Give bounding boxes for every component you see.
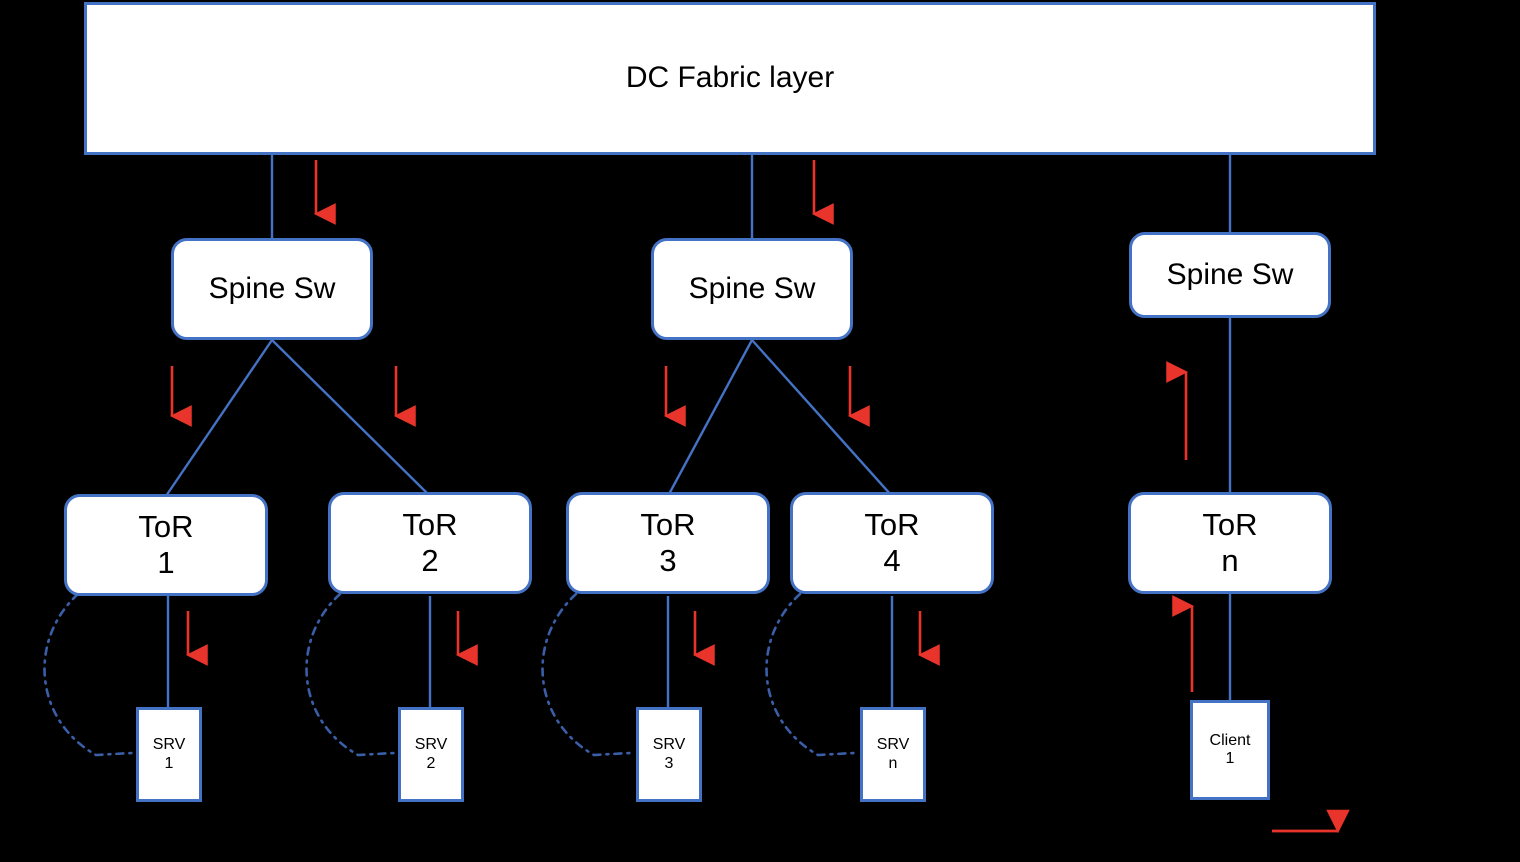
client-1-label: Client <box>1209 731 1251 749</box>
tor-switch-4[interactable]: ToR 4 <box>790 492 994 594</box>
spine-switch-n-label: Spine Sw <box>1166 257 1294 291</box>
tor-switch-2-label: ToR <box>402 507 458 543</box>
server-1-index: 1 <box>164 754 174 772</box>
server-3-index: 3 <box>664 754 674 772</box>
tor-switch-2-index: 2 <box>421 543 439 578</box>
server-n-index: n <box>888 754 898 772</box>
tor-to-server-links <box>166 596 894 707</box>
server-1[interactable]: SRV 1 <box>136 707 202 802</box>
tor-switch-n[interactable]: ToR n <box>1128 492 1332 594</box>
spine-switch-2[interactable]: Spine Sw <box>651 238 853 340</box>
fabric-to-spine-links <box>270 155 1232 700</box>
tor-switch-3[interactable]: ToR 3 <box>566 492 770 594</box>
tor-switch-4-index: 4 <box>883 543 901 578</box>
server-3[interactable]: SRV 3 <box>636 707 702 802</box>
server-2-index: 2 <box>426 754 436 772</box>
server-2[interactable]: SRV 2 <box>398 707 464 802</box>
tor-switch-2[interactable]: ToR 2 <box>328 492 532 594</box>
client-1[interactable]: Client 1 <box>1190 700 1270 800</box>
server-2-label: SRV <box>414 736 448 754</box>
tor-switch-3-label: ToR <box>640 507 696 543</box>
dc-fabric-layer-box[interactable]: DC Fabric layer <box>84 2 1376 155</box>
tor-switch-1-label: ToR <box>138 509 194 545</box>
spine-switch-2-label: Spine Sw <box>688 271 816 305</box>
tor-switch-4-label: ToR <box>864 507 920 543</box>
spine-switch-1[interactable]: Spine Sw <box>171 238 373 340</box>
tor-switch-1-index: 1 <box>157 545 175 580</box>
tor-switch-n-index: n <box>1221 543 1239 578</box>
server-1-label: SRV <box>152 736 186 754</box>
tor-switch-1[interactable]: ToR 1 <box>64 494 268 596</box>
server-n[interactable]: SRV n <box>860 707 926 802</box>
spine-to-tor-links <box>165 339 893 497</box>
spine-switch-n[interactable]: Spine Sw <box>1129 232 1331 318</box>
tor-switch-n-label: ToR <box>1202 507 1258 543</box>
client-1-index: 1 <box>1225 750 1235 767</box>
tor-switch-3-index: 3 <box>659 543 677 578</box>
server-n-label: SRV <box>876 736 910 754</box>
dc-fabric-layer-label: DC Fabric layer <box>625 61 835 95</box>
server-3-label: SRV <box>652 736 686 754</box>
spine-switch-1-label: Spine Sw <box>208 271 336 305</box>
